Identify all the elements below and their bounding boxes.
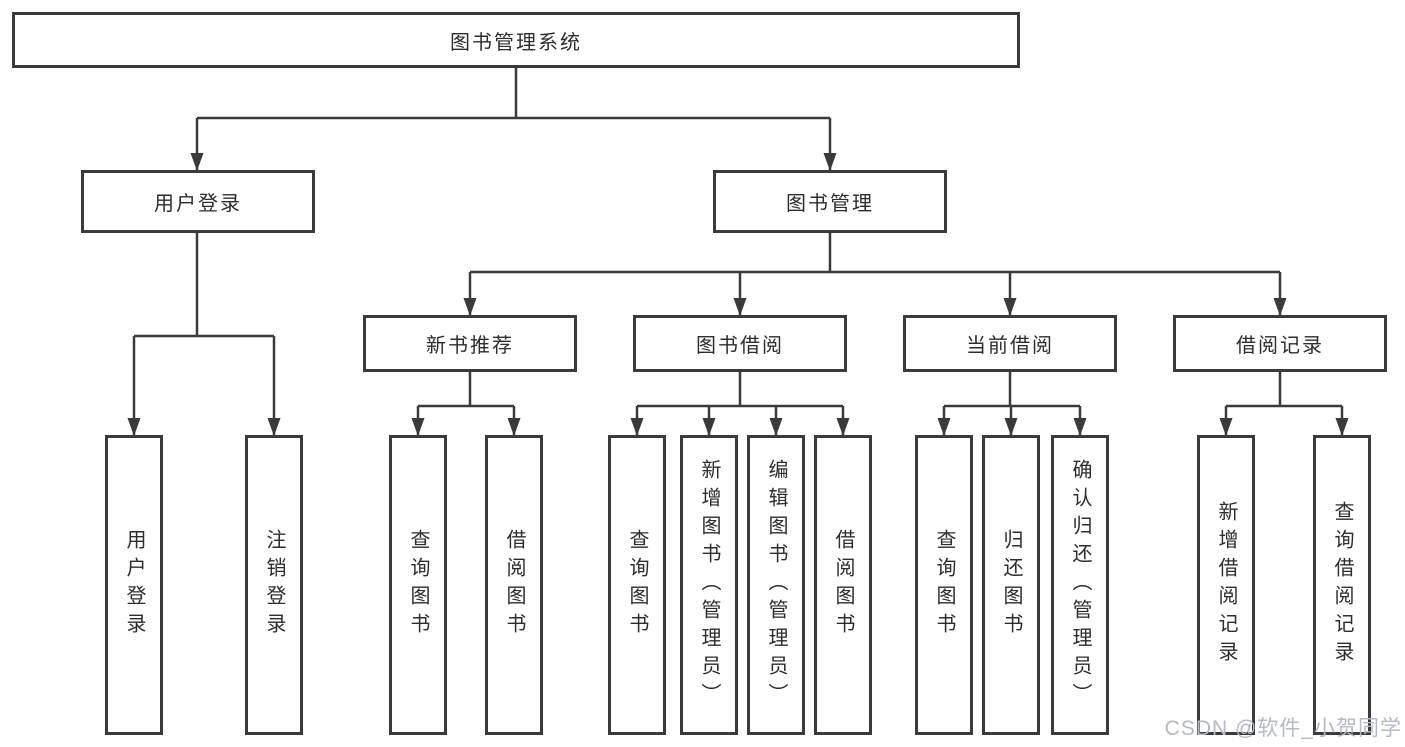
csdn-watermark: CSDN @软件_小贺同学	[1164, 717, 1402, 740]
connector-current-borrow-to-leaves	[937, 372, 1087, 436]
node-label: 借阅记录	[1236, 335, 1324, 357]
leaf-br-add-borrow-record: 新增借阅记录	[1197, 435, 1255, 735]
leaf-bb-add-books-admin: 新增图书（管理员）	[680, 435, 738, 735]
node-label: 编辑图书（管理员）	[765, 459, 787, 711]
leaf-user-login: 用户登录	[105, 435, 163, 735]
connector-new-book-rec-to-leaves	[411, 372, 521, 436]
leaf-cb-query-books: 查询图书	[915, 435, 973, 735]
leaf-nbr-query-books: 查询图书	[389, 435, 447, 735]
leaf-nbr-borrow-books: 借阅图书	[485, 435, 543, 735]
node-library-management-system: 图书管理系统	[12, 12, 1020, 68]
leaf-br-query-borrow-record: 查询借阅记录	[1313, 435, 1371, 735]
node-label: 图书管理系统	[450, 31, 582, 54]
node-label: 用户登录	[154, 193, 242, 215]
leaf-cb-confirm-return-admin: 确认归还（管理员）	[1051, 435, 1109, 735]
node-label: 新增借阅记录	[1215, 501, 1237, 669]
node-book-management: 图书管理	[713, 170, 947, 233]
leaf-bb-borrow-books: 借阅图书	[814, 435, 872, 735]
node-label: 查询图书	[933, 529, 955, 641]
node-label: 新增图书（管理员）	[698, 459, 720, 711]
node-borrowing-records: 借阅记录	[1173, 315, 1387, 372]
node-label: 查询借阅记录	[1331, 501, 1353, 669]
node-label: 图书管理	[786, 193, 874, 215]
connector-book-mgmt-to-level3	[463, 233, 1287, 316]
connector-root-to-level2	[190, 68, 837, 171]
node-label: 借阅图书	[832, 529, 854, 641]
node-label: 当前借阅	[966, 335, 1054, 357]
node-label: 图书借阅	[696, 335, 784, 357]
connector-borrow-records-to-leaves	[1219, 372, 1349, 436]
connector-book-borrow-to-leaves	[630, 372, 850, 436]
connector-user-login-to-leaves	[127, 233, 281, 436]
node-new-book-recommend: 新书推荐	[363, 315, 577, 372]
leaf-cb-return-books: 归还图书	[982, 435, 1040, 735]
leaf-bb-edit-books-admin: 编辑图书（管理员）	[747, 435, 805, 735]
node-label: 用户登录	[123, 529, 145, 641]
leaf-logout: 注销登录	[245, 435, 303, 735]
leaf-bb-query-books: 查询图书	[608, 435, 666, 735]
node-label: 查询图书	[626, 529, 648, 641]
node-label: 注销登录	[263, 529, 285, 641]
node-label: 查询图书	[407, 529, 429, 641]
node-label: 归还图书	[1000, 529, 1022, 641]
node-label: 新书推荐	[426, 335, 514, 357]
node-book-borrowing: 图书借阅	[633, 315, 847, 372]
node-label: 借阅图书	[503, 529, 525, 641]
node-label: 确认归还（管理员）	[1069, 459, 1091, 711]
node-current-borrowing: 当前借阅	[903, 315, 1117, 372]
node-user-login: 用户登录	[81, 170, 315, 233]
